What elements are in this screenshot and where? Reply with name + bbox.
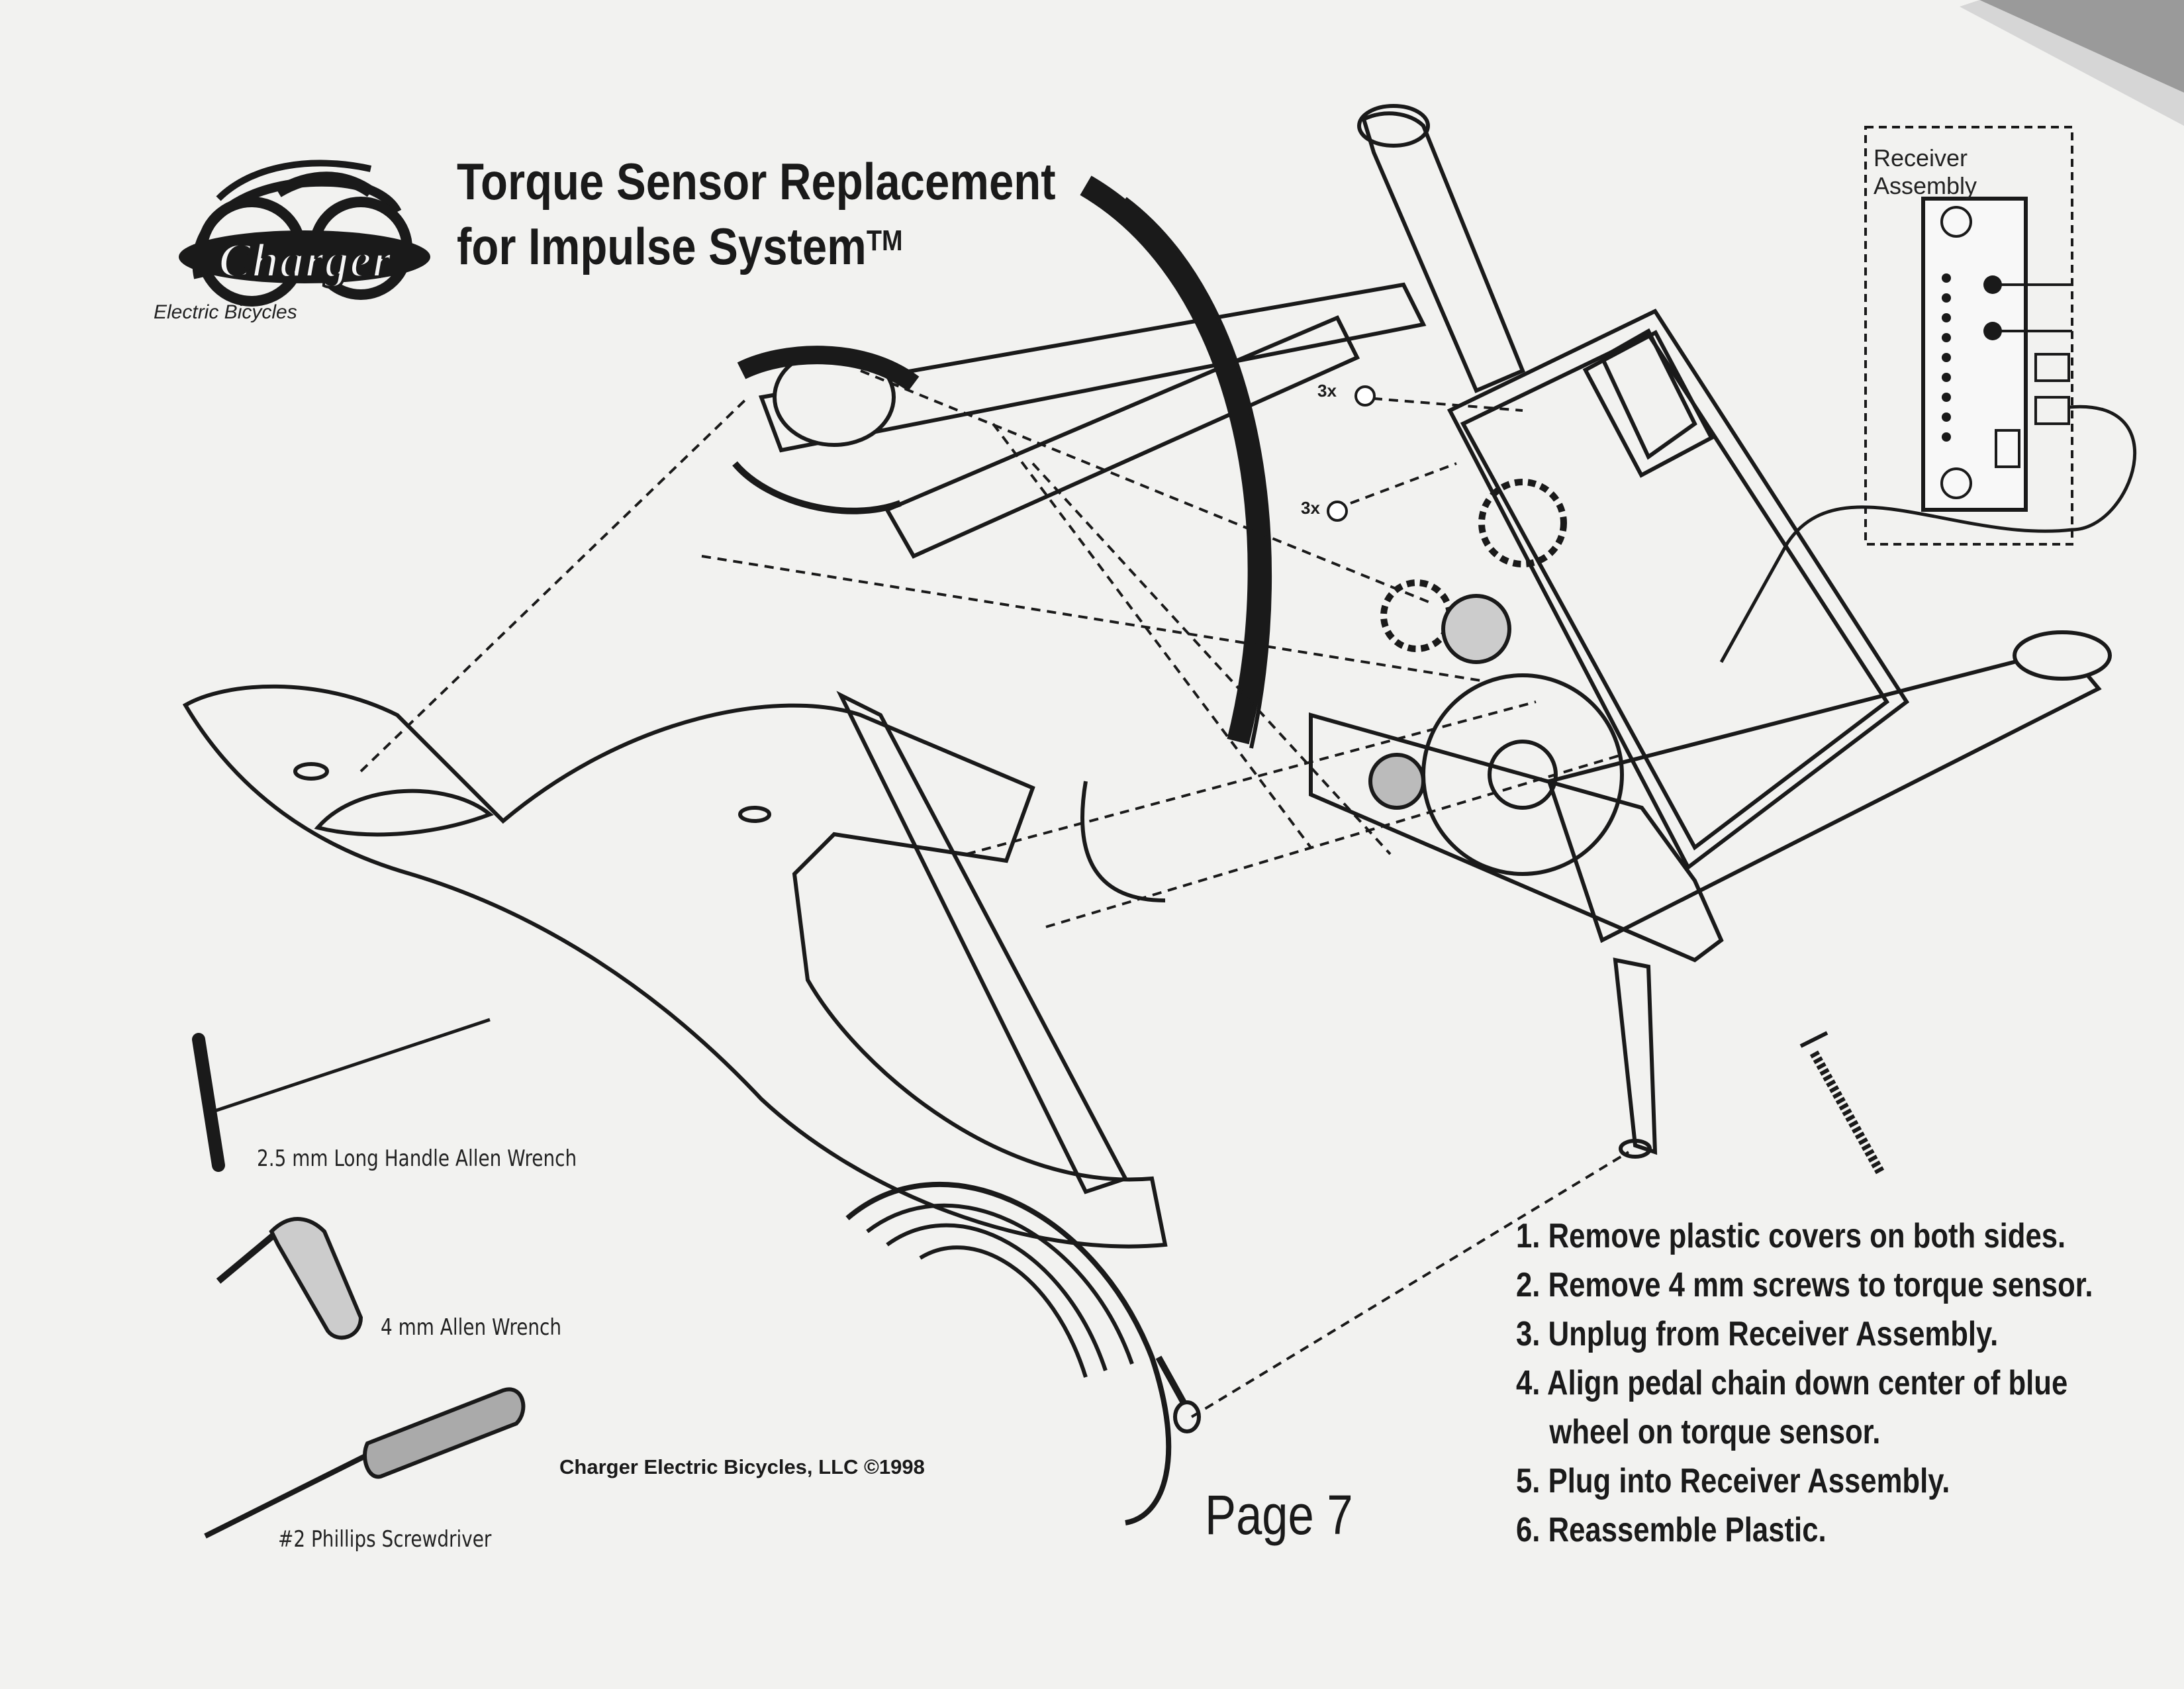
logo-brand: Charger xyxy=(217,232,393,289)
receiver-assembly-diagram xyxy=(1719,126,2137,663)
receiver-assembly-label: Receiver Assembly xyxy=(1874,144,1977,199)
step-4: 4. Align pedal chain down center of blue xyxy=(1516,1364,2068,1402)
step-4-continued: wheel on torque sensor. xyxy=(1549,1413,1881,1451)
allen-wrench-icon xyxy=(216,1217,363,1340)
title-line-2: for Impulse SystemTM xyxy=(457,217,903,275)
tool-label-screwdriver: #2 Phillips Screwdriver xyxy=(278,1526,492,1553)
callout-3x-bottom: 3x xyxy=(1301,498,1320,518)
charger-cyclist-logo-icon xyxy=(179,160,430,307)
screw-callouts xyxy=(1327,385,1376,522)
instruction-steps: 1. Remove plastic covers on both sides. … xyxy=(1516,1212,2184,1555)
logo-tagline: Electric Bicycles xyxy=(154,301,297,323)
page-title: Torque Sensor Replacement for Impulse Sy… xyxy=(457,149,1056,279)
callout-3x-top: 3x xyxy=(1317,381,1337,401)
copyright: Charger Electric Bicycles, LLC ©1998 xyxy=(559,1455,925,1478)
step-1: 1. Remove plastic covers on both sides. xyxy=(1516,1217,2066,1255)
phillips-screwdriver-icon xyxy=(204,1387,526,1539)
trademark-mark: TM xyxy=(866,224,903,257)
tool-label-4mm-allen: 4 mm Allen Wrench xyxy=(381,1314,562,1341)
step-3: 3. Unplug from Receiver Assembly. xyxy=(1516,1315,1999,1353)
page-number: Page 7 xyxy=(1205,1484,1353,1546)
title-line-1: Torque Sensor Replacement xyxy=(457,152,1056,211)
assembly-guide-lines xyxy=(359,369,1630,1418)
step-2: 2. Remove 4 mm screws to torque sensor. xyxy=(1516,1266,2093,1304)
tool-label-long-allen: 2.5 mm Long Handle Allen Wrench xyxy=(257,1145,577,1172)
t-handle-allen-wrench-icon xyxy=(192,1018,491,1172)
step-6: 6. Reassemble Plastic. xyxy=(1516,1511,1827,1549)
step-5: 5. Plug into Receiver Assembly. xyxy=(1516,1462,1950,1500)
bike-frame xyxy=(182,104,2112,1525)
